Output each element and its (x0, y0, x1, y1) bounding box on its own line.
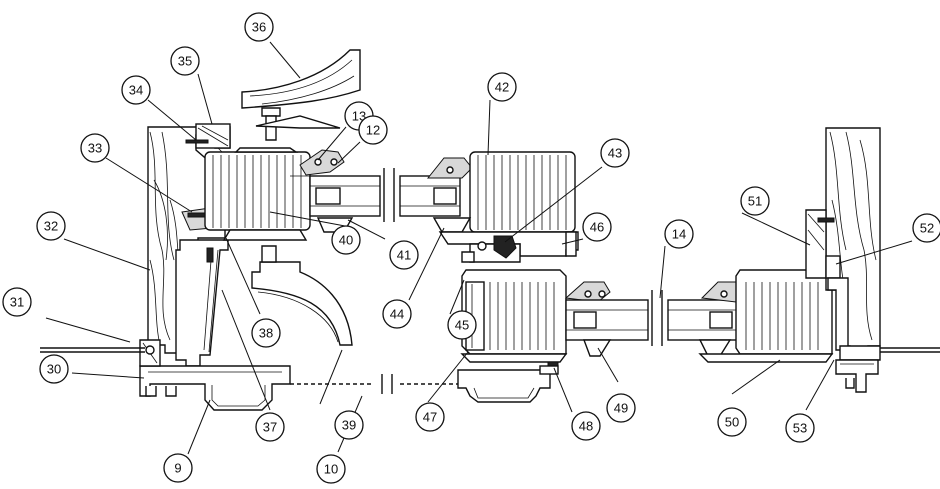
callout-label: 43 (608, 146, 622, 161)
callout-42: 42 (487, 72, 517, 102)
callout-33: 33 (80, 133, 110, 163)
callout-label: 14 (672, 227, 686, 242)
right-sill (457, 365, 559, 403)
leader-lines (45, 41, 913, 455)
callout-45: 45 (447, 310, 477, 340)
callout-label: 50 (725, 415, 739, 430)
callout-label: 44 (390, 307, 404, 322)
callout-label: 36 (252, 20, 266, 35)
callout-40: 40 (331, 225, 361, 255)
right-jamb (805, 127, 940, 393)
callout-label: 32 (44, 219, 58, 234)
callout-36: 36 (244, 12, 274, 42)
callout-label: 41 (397, 248, 411, 263)
callout-30: 30 (39, 354, 69, 384)
callout-49: 49 (606, 393, 636, 423)
callout-41: 41 (389, 240, 419, 270)
callout-label: 31 (10, 295, 24, 310)
callout-label: 46 (590, 220, 604, 235)
callout-label: 53 (793, 421, 807, 436)
callout-label: 52 (920, 221, 934, 236)
callout-37: 37 (255, 412, 285, 442)
callout-label: 35 (178, 54, 192, 69)
callout-52: 52 (912, 213, 940, 243)
callout-label: 12 (366, 123, 380, 138)
callout-39: 39 (334, 410, 364, 440)
callout-label: 45 (455, 318, 469, 333)
callout-label: 37 (263, 420, 277, 435)
callout-51: 51 (740, 186, 770, 216)
callout-12: 12 (358, 115, 388, 145)
callout-10: 10 (316, 454, 346, 484)
callout-48: 48 (571, 411, 601, 441)
left-sill (139, 339, 458, 411)
callout-32: 32 (36, 211, 66, 241)
callout-label: 40 (339, 233, 353, 248)
callout-label: 10 (324, 462, 338, 477)
callout-label: 49 (614, 401, 628, 416)
callout-label: 51 (748, 194, 762, 209)
callout-label: 42 (495, 80, 509, 95)
callout-label: 34 (129, 83, 143, 98)
callout-50: 50 (717, 407, 747, 437)
callout-46: 46 (582, 212, 612, 242)
top-sash-left (204, 49, 395, 346)
callout-label: 48 (579, 419, 593, 434)
callout-label: 9 (174, 461, 181, 476)
callout-47: 47 (415, 402, 445, 432)
top-sash-right (399, 151, 579, 263)
callout-label: 47 (423, 410, 437, 425)
callout-53: 53 (785, 413, 815, 443)
callout-43: 43 (600, 138, 630, 168)
callout-14: 14 (664, 219, 694, 249)
bottom-sash (460, 269, 834, 369)
callout-label: 39 (342, 418, 356, 433)
callout-label: 30 (47, 362, 61, 377)
callout-35: 35 (170, 46, 200, 76)
callout-9: 9 (163, 453, 193, 483)
callout-label: 33 (88, 141, 102, 156)
callout-38: 38 (251, 318, 281, 348)
callout-44: 44 (382, 299, 412, 329)
callout-31: 31 (2, 287, 32, 317)
callout-34: 34 (121, 75, 151, 105)
callout-label: 38 (259, 326, 273, 341)
